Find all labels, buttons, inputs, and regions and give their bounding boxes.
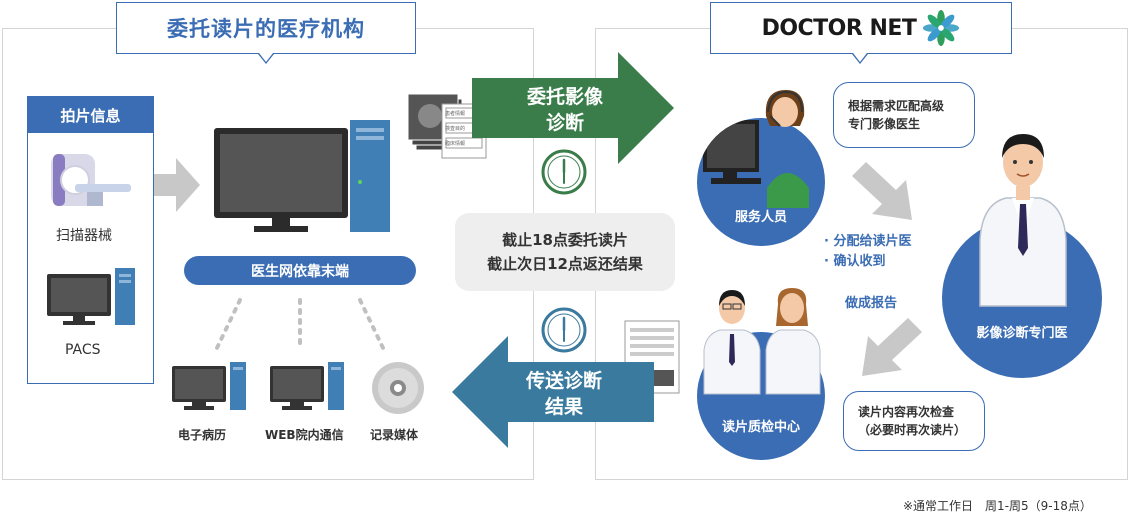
logo-callout-tip-fill — [853, 53, 867, 62]
assign-steps: · 分配给读片医 · 确认收到 — [824, 232, 911, 272]
disc-media-icon — [370, 360, 426, 416]
dotted-connectors — [200, 296, 400, 356]
doc-line-2: 検査目的 — [445, 125, 465, 132]
emr-label: 电子病历 — [178, 426, 226, 443]
return-result-arrow-text: 传送诊断 结果 — [494, 368, 634, 420]
doc-line-1: 患者情報 — [445, 110, 465, 117]
request-arrow-line-2: 诊断 — [500, 110, 630, 136]
title-callout-tip-fill — [259, 53, 273, 62]
recording-media-label: 记录媒体 — [370, 426, 418, 443]
doctor-net-logo-icon — [922, 9, 960, 47]
pacs-workstation-icon — [47, 268, 139, 328]
request-diagnosis-arrow-text: 委托影像 诊断 — [500, 84, 630, 136]
qc-doctors-icon — [700, 286, 824, 396]
gray-right-arrow-icon — [154, 156, 202, 214]
pacs-label: PACS — [65, 342, 101, 358]
emr-computer-icon — [172, 362, 248, 412]
deadline-line-2: 截止次日12点返还结果 — [487, 252, 643, 276]
service-bubble-line-2: 专门影像医生 — [848, 115, 974, 133]
capture-info-header: 拍片信息 — [28, 97, 153, 133]
assign-step-2: · 确认收到 — [824, 252, 911, 272]
doc-line-3: 臨床情報 — [445, 140, 465, 147]
green-clock-icon — [540, 148, 588, 196]
scanner-label: 扫描器械 — [56, 225, 112, 245]
gray-arrow-to-radiologist-icon — [852, 160, 922, 224]
service-staff-head-icon — [760, 86, 810, 138]
doctor-net-logo-box: DOCTOR NET — [710, 2, 1012, 54]
web-communication-label: WEB院内通信 — [265, 426, 344, 443]
requesting-institution-title-text: 委托读片的医疗机构 — [167, 13, 365, 43]
requesting-institution-title: 委托读片的医疗机构 — [116, 2, 416, 54]
terminal-computer-icon — [212, 118, 392, 236]
service-matching-bubble: 根据需求匹配高级 专门影像医生 — [833, 82, 975, 148]
service-staff-label: 服务人员 — [697, 206, 825, 225]
gray-arrow-to-qc-icon — [852, 316, 922, 380]
qc-bubble-line-2: （必要时再次读片） — [858, 421, 984, 439]
web-communication-computer-icon — [270, 362, 346, 412]
service-bubble-line-1: 根据需求匹配高级 — [848, 97, 974, 115]
doctor-net-logo-text: DOCTOR NET — [762, 16, 917, 41]
deadline-info-box: 截止18点委托读片 截止次日12点返还结果 — [455, 213, 675, 291]
result-arrow-line-1: 传送诊断 — [494, 368, 634, 394]
qc-bubble-line-1: 读片内容再次检查 — [858, 403, 984, 421]
request-arrow-line-1: 委托影像 — [500, 84, 630, 110]
result-arrow-line-2: 结果 — [494, 394, 634, 420]
qc-center-label: 读片质检中心 — [697, 416, 825, 435]
ct-scanner-icon — [47, 150, 137, 212]
business-hours-footnote: ※通常工作日 周1-周5（9-18点） — [903, 497, 1092, 514]
assign-step-1: · 分配给读片医 — [824, 232, 911, 252]
qc-recheck-bubble: 读片内容再次检查 （必要时再次读片） — [843, 391, 985, 451]
deadline-line-1: 截止18点委托读片 — [502, 228, 628, 252]
terminal-label-pill: 医生网依靠末端 — [184, 256, 416, 285]
make-report-label: 做成报告 — [845, 294, 897, 314]
radiologist-label: 影像诊断专门医 — [942, 322, 1102, 341]
radiologist-doctor-icon — [976, 130, 1070, 310]
